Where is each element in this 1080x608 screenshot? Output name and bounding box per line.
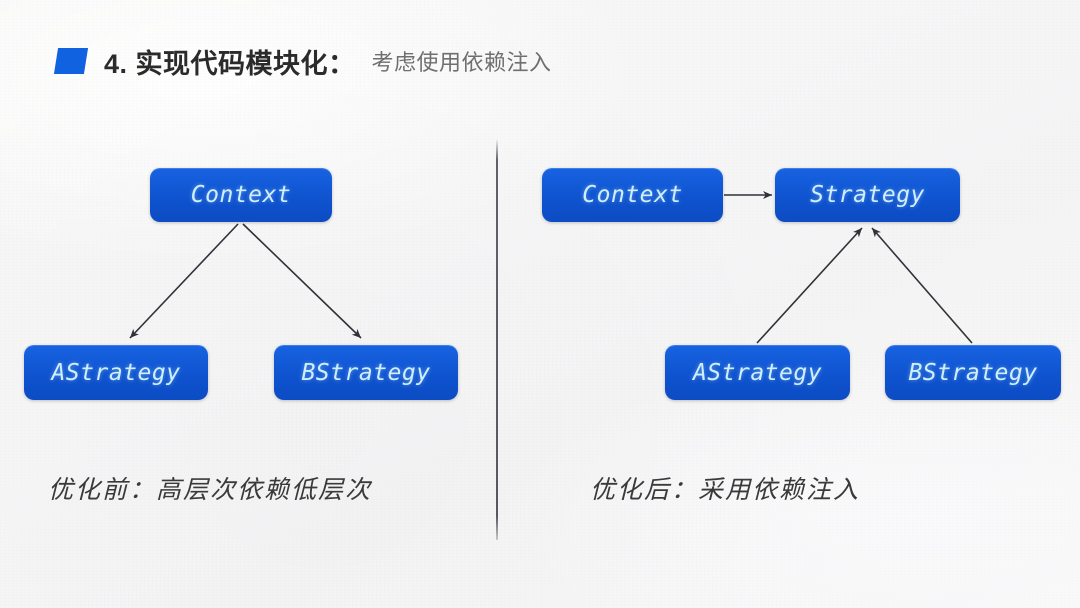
node-left-astrategy[interactable]: AStrategy bbox=[24, 345, 208, 400]
node-right-bstrategy[interactable]: BStrategy bbox=[885, 345, 1061, 400]
caption-right-diagram: 优化后：采用依赖注入 bbox=[590, 476, 861, 504]
parallelogram-bullet-icon bbox=[53, 48, 89, 74]
node-left-context[interactable]: Context bbox=[150, 168, 332, 222]
node-right-context[interactable]: Context bbox=[542, 168, 723, 222]
page-subtitle: 考虑使用依赖注入 bbox=[371, 50, 552, 75]
arrow-right-astrategy-to-strategy bbox=[756, 227, 863, 344]
node-left-bstrategy[interactable]: BStrategy bbox=[274, 345, 458, 400]
node-right-strategy[interactable]: Strategy bbox=[775, 168, 960, 222]
arrow-left-context-to-bstrategy bbox=[242, 223, 362, 339]
arrow-left-context-to-astrategy bbox=[129, 223, 239, 339]
slide-header: 4. 实现代码模块化： 考虑使用依赖注入 bbox=[53, 40, 552, 82]
page-title: 4. 实现代码模块化： bbox=[104, 48, 356, 79]
vertical-divider bbox=[496, 140, 498, 540]
node-right-astrategy[interactable]: AStrategy bbox=[665, 345, 850, 400]
caption-left-diagram: 优化前：高层次依赖低层次 bbox=[48, 476, 373, 504]
arrow-right-bstrategy-to-strategy bbox=[871, 227, 973, 344]
